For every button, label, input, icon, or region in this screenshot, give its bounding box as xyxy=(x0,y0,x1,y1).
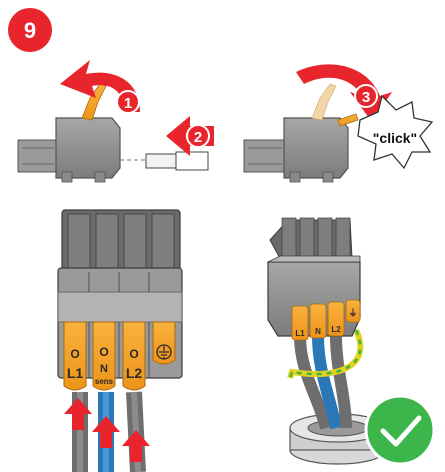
step-number: 9 xyxy=(24,18,36,43)
small-terminal-pe: ⏚ xyxy=(345,299,361,323)
earth-ground-icon xyxy=(156,344,172,360)
svg-text:2: 2 xyxy=(194,129,202,146)
terminal-n: O N sens xyxy=(92,321,116,391)
small-terminal-l2: L2 xyxy=(327,301,345,337)
terminal-label-sens: sens xyxy=(95,377,114,386)
insert-arrows xyxy=(64,398,150,462)
wires-assembled xyxy=(287,328,364,430)
step-badge: 9 xyxy=(8,8,52,52)
terminal-label-l1: L1 xyxy=(67,365,84,381)
svg-text:L2: L2 xyxy=(331,325,341,334)
wire-stripped xyxy=(120,151,209,171)
step-2-badge: 2 xyxy=(186,124,210,148)
svg-text:O: O xyxy=(99,345,108,359)
panel-close-lever: 3 "click" xyxy=(243,64,434,183)
panel-assembled: L1 N L2 ⏚ xyxy=(267,217,436,466)
connector-body-side-2 xyxy=(243,117,349,183)
svg-text:1: 1 xyxy=(124,95,132,112)
small-terminal-n: N xyxy=(309,303,327,339)
terminal-label-n: N xyxy=(100,363,108,375)
small-terminal-l1: L1 xyxy=(291,305,309,341)
push-arrow-icon xyxy=(122,430,150,462)
lever-raised xyxy=(81,83,107,121)
terminal-label-l2: L2 xyxy=(126,365,143,381)
svg-text:O: O xyxy=(70,347,79,361)
cable-gland xyxy=(289,413,387,465)
step-1-badge: 1 xyxy=(116,90,140,114)
lever-moving xyxy=(311,83,337,121)
lever-closed xyxy=(337,113,359,127)
svg-text:O: O xyxy=(129,347,138,361)
svg-text:3: 3 xyxy=(362,89,370,106)
push-arrow-icon xyxy=(64,398,92,430)
click-label: "click" xyxy=(373,130,417,146)
panel-open-lever: 1 2 xyxy=(17,60,214,183)
checkmark-icon xyxy=(380,415,422,447)
star-burst-icon xyxy=(357,94,434,170)
terminal-pe xyxy=(152,321,176,365)
svg-text:L1: L1 xyxy=(295,329,305,338)
success-check xyxy=(364,394,436,466)
panel-terminal-front: O L1 O N sens O L2 xyxy=(57,209,183,472)
terminal-l2: O L2 xyxy=(122,321,146,391)
curved-arrow-icon xyxy=(60,60,140,112)
connector-body-side xyxy=(17,117,121,183)
step-3-badge: 3 xyxy=(354,84,378,108)
push-arrow-icon xyxy=(92,416,120,448)
earth-ground-icon: ⏚ xyxy=(348,308,357,318)
svg-text:N: N xyxy=(315,327,321,336)
terminal-l1: O L1 xyxy=(63,321,87,391)
